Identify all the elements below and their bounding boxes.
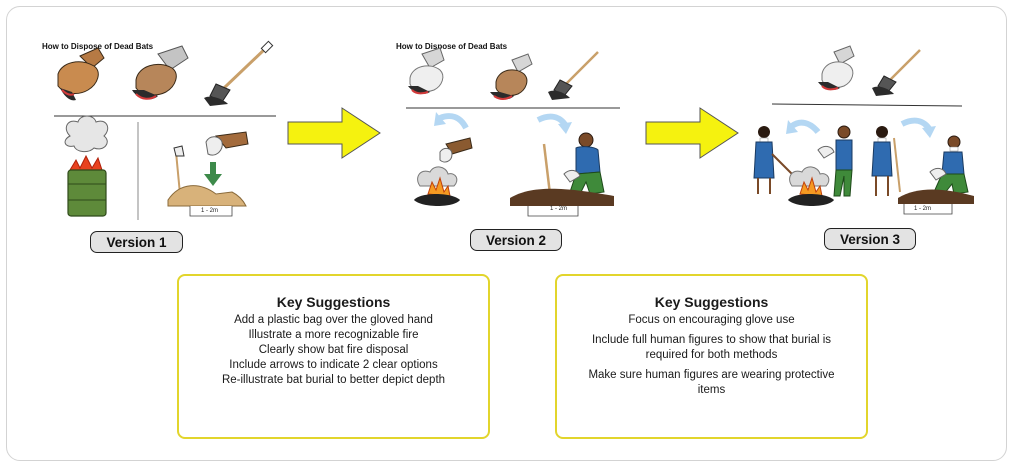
bagged-hand-icon bbox=[132, 45, 189, 100]
panel-3-illustration bbox=[753, 45, 974, 215]
person-figure-icon bbox=[510, 132, 614, 217]
panel-2-title: How to Dispose of Dead Bats bbox=[396, 42, 508, 51]
fire-barrel-icon bbox=[64, 115, 109, 217]
person-figure-icon bbox=[929, 135, 969, 195]
panel-2-illustration bbox=[406, 47, 620, 217]
bagged-hand-icon bbox=[490, 53, 533, 100]
suggestion-item: Illustrate a more recognizable fire bbox=[248, 329, 419, 341]
suggestions-title-2: Key Suggestions bbox=[654, 294, 769, 310]
version-1-label: Version 1 bbox=[90, 231, 183, 253]
burial-pit-icon bbox=[167, 131, 249, 217]
fire-pit-icon bbox=[414, 137, 473, 206]
person-figure-icon bbox=[753, 126, 795, 194]
shovel-icon bbox=[548, 51, 599, 100]
gloved-hand-icon bbox=[57, 47, 105, 101]
panel-2-depth: 1 - 2m bbox=[550, 206, 568, 212]
suggestion-item: Include arrows to indicate 2 clear optio… bbox=[229, 359, 438, 371]
suggestion-item: Re-illustrate bat burial to better depic… bbox=[221, 374, 446, 386]
panel-3-depth: 1 - 2m bbox=[914, 206, 932, 212]
suggestion-item: Focus on encouraging glove use bbox=[628, 314, 795, 326]
suggestion-item: Clearly show bat fire disposal bbox=[258, 344, 409, 356]
suggestion-item: Include full human figures to show that … bbox=[591, 334, 832, 361]
shovel-icon bbox=[204, 40, 274, 106]
suggestion-item: Make sure human figures are wearing prot… bbox=[588, 369, 835, 396]
bagged-hand-icon bbox=[408, 47, 445, 95]
person-figure-icon bbox=[871, 126, 901, 196]
panel-1-title: How to Dispose of Dead Bats bbox=[42, 42, 154, 51]
shovel-icon bbox=[872, 49, 921, 96]
right-arrow-2 bbox=[645, 107, 739, 159]
version-3-label: Version 3 bbox=[824, 228, 916, 250]
suggestions-title-1: Key Suggestions bbox=[276, 294, 391, 310]
person-figure-icon bbox=[817, 125, 853, 197]
fire-pit-icon bbox=[788, 166, 834, 206]
suggestions-box-2: Key Suggestions Focus on encouraging glo… bbox=[555, 274, 868, 439]
panel-1-depth: 1 - 2m bbox=[201, 208, 219, 214]
suggestions-box-1: Key Suggestions Add a plastic bag over t… bbox=[177, 274, 490, 439]
suggestion-item: Add a plastic bag over the gloved hand bbox=[234, 314, 433, 326]
right-arrow-1 bbox=[287, 107, 381, 159]
bagged-hand-icon bbox=[818, 45, 855, 91]
version-2-label: Version 2 bbox=[470, 229, 562, 251]
panel-1-illustration bbox=[54, 40, 276, 220]
